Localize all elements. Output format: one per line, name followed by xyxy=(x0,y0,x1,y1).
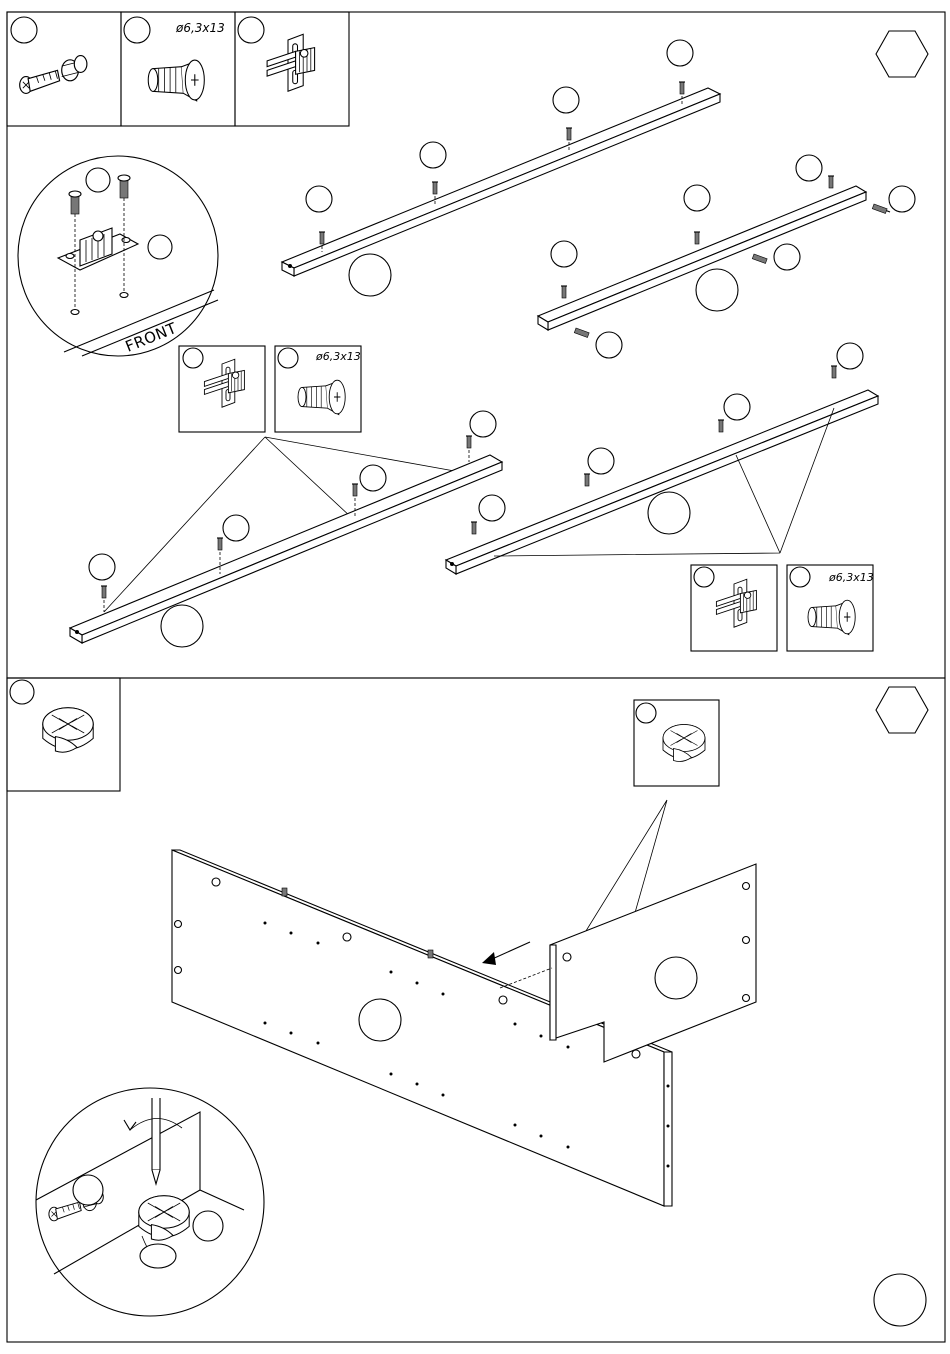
cam-bolt-icon xyxy=(20,56,87,94)
screw-icon xyxy=(148,60,204,101)
bracket-icon xyxy=(716,579,756,627)
detail-front-bracket: FRONT xyxy=(18,156,218,356)
part-ref-circle xyxy=(124,17,150,43)
screw-size-label: ø6,3x13 xyxy=(828,571,874,584)
main-panel xyxy=(172,850,672,1206)
hexagon-step-icon xyxy=(876,31,928,77)
screw-size-label: ø6,3x13 xyxy=(175,21,225,35)
parts-box-middle: ø6,3x13 xyxy=(179,346,361,432)
parts-legend: ø6,3x13 xyxy=(7,12,349,126)
rail-top-left xyxy=(282,40,720,296)
screwdriver-icon xyxy=(152,1098,160,1170)
bracket-icon xyxy=(267,34,315,91)
cam-lock-icon xyxy=(43,708,93,752)
part-ref-circle xyxy=(238,17,264,43)
part-ref-circle xyxy=(11,17,37,43)
hexagon-step-icon xyxy=(876,687,928,733)
screw-size-label: ø6,3x13 xyxy=(315,350,361,363)
rail-bottom-left xyxy=(70,411,502,647)
cam-lock-legend xyxy=(7,678,120,791)
cam-lock-icon xyxy=(663,725,705,762)
rail-top-right xyxy=(538,155,915,358)
screw-icon xyxy=(298,380,345,414)
rail-bottom-right xyxy=(446,343,878,574)
parts-box-bottom-right: ø6,3x13 xyxy=(691,565,874,651)
screw-icon xyxy=(808,600,855,634)
bracket-icon xyxy=(204,359,244,407)
cam-lock-icon xyxy=(139,1196,189,1240)
detail-cam-assembly xyxy=(36,1088,264,1316)
part-ref-circle xyxy=(874,1274,926,1326)
